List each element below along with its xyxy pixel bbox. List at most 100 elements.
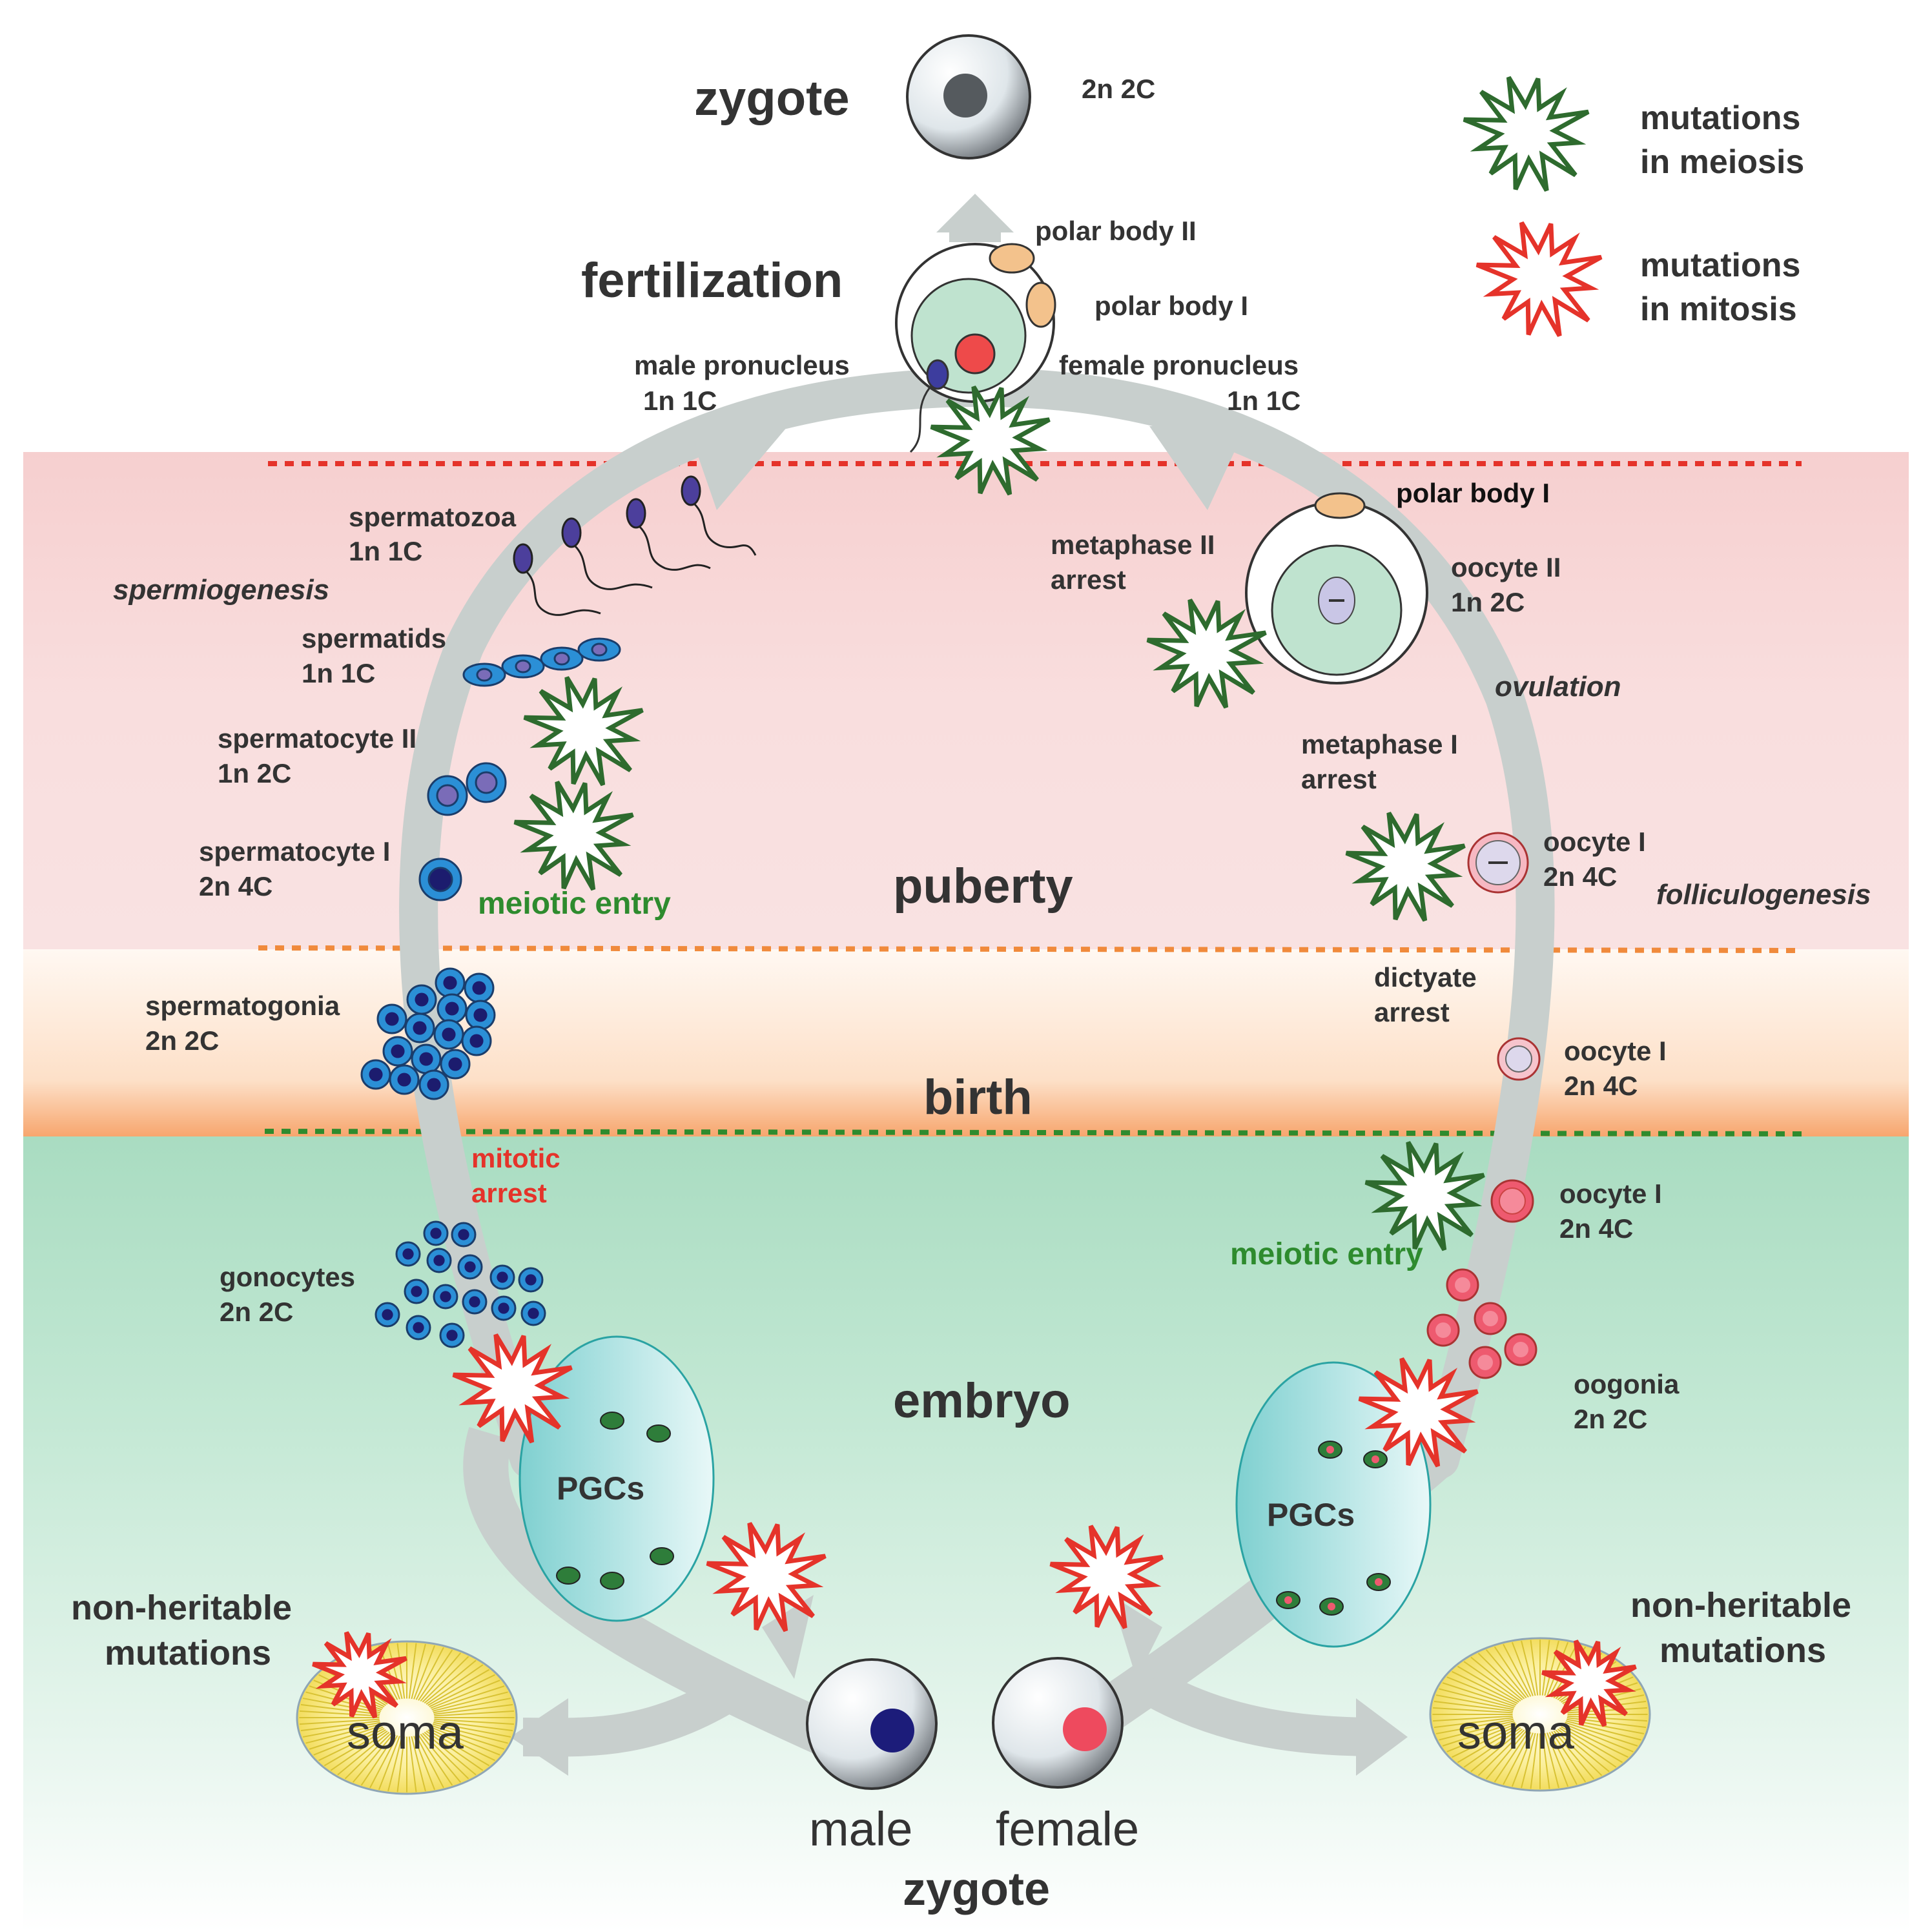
spermatogonia-cells [360, 967, 496, 1100]
star-meiotic-entry-male [513, 781, 634, 891]
legend-mitosis-2: in mitosis [1640, 291, 1797, 328]
label-nonheritable-left-1: non-heritable [71, 1588, 292, 1627]
mutation-stars [312, 76, 1637, 1727]
label-spermatocyte-1: spermatocyte I [199, 836, 390, 867]
oocyte-2-cell [1245, 492, 1428, 684]
label-spermatozoa-ploidy: 1n 1C [349, 536, 422, 566]
female-pronucleus [954, 333, 996, 375]
star-soma-right [1541, 1639, 1637, 1727]
label-puberty: puberty [893, 859, 1073, 914]
spermatids-cells [462, 637, 621, 687]
legend-meiosis-1: mutations [1640, 99, 1800, 137]
label-zygote-top: zygote [694, 71, 850, 126]
label-folliculogenesis: folliculogenesis [1656, 879, 1871, 910]
label-female-pronucleus: female pronucleus [1059, 350, 1299, 380]
label-fertilization: fertilization [581, 253, 843, 308]
fertilized-egg [895, 243, 1056, 453]
pgcs-left-ellipse [519, 1335, 715, 1622]
pgcs-right-ellipse [1235, 1361, 1432, 1648]
label-meiotic-entry-female: meiotic entry [1230, 1237, 1423, 1271]
label-soma-right: soma [1457, 1705, 1575, 1759]
label-polar-body-1-oocyte: polar body I [1396, 478, 1550, 508]
star-pgcs-right [1049, 1525, 1164, 1629]
label-nonheritable-right-2: mutations [1660, 1631, 1826, 1670]
star-spermatocyte-2 [523, 676, 644, 786]
label-metaphase-1-arrest: arrest [1301, 764, 1377, 794]
label-oogonia: oogonia [1574, 1369, 1680, 1399]
oocyte-1-follicle-cell [1467, 832, 1529, 894]
label-zygote-bottom: zygote [903, 1864, 1050, 1915]
star-oogonia [1358, 1357, 1479, 1468]
label-metaphase-2: metaphase II [1051, 529, 1215, 560]
label-spermatocyte-1-ploidy: 2n 4C [199, 871, 272, 901]
star-gonocytes [452, 1333, 573, 1444]
label-spermatocyte-2-ploidy: 1n 2C [218, 758, 291, 788]
spermatocyte-1-cell [418, 858, 462, 901]
oocyte-1-embryo-cell [1490, 1179, 1534, 1223]
label-spermatocyte-2: spermatocyte II [218, 723, 416, 754]
birth-band [23, 949, 1909, 1136]
polar-body-2 [989, 243, 1035, 274]
label-zygote-ploidy: 2n 2C [1082, 74, 1155, 104]
legend-mitosis-1: mutations [1640, 247, 1800, 284]
oogonia-cells [1426, 1268, 1537, 1379]
female-zygote-cell [992, 1657, 1124, 1789]
label-metaphase-2-arrest: arrest [1051, 564, 1126, 595]
labels: zygote 2n 2C fertilization polar body II… [71, 71, 1871, 1915]
star-soma-left [312, 1631, 407, 1719]
label-polar-body-1-top: polar body I [1094, 291, 1248, 321]
legend-meiosis-star [1463, 76, 1590, 192]
label-female: female [996, 1802, 1139, 1856]
male-zygote-cell [806, 1658, 938, 1790]
label-nonheritable-left-2: mutations [105, 1634, 271, 1672]
label-male-pronucleus: male pronucleus [634, 350, 850, 380]
label-ovulation: ovulation [1495, 671, 1621, 703]
puberty-band [23, 452, 1909, 949]
embryo-band [23, 1136, 1909, 1932]
label-pgcs-right: PGCs [1267, 1497, 1355, 1533]
label-pgcs-left: PGCs [557, 1470, 644, 1506]
oocyte-1-dictyate-cell [1497, 1037, 1541, 1081]
star-metaphase-1 [1345, 812, 1466, 922]
label-soma-left: soma [347, 1705, 464, 1759]
label-mitotic-arrest-1: mitotic [471, 1143, 560, 1173]
legend-meiosis-2: in meiosis [1640, 143, 1804, 181]
label-oocyte-2-ploidy: 1n 2C [1451, 587, 1525, 617]
label-oocyte-2: oocyte II [1451, 552, 1561, 582]
label-male-pronucleus-ploidy: 1n 1C [643, 385, 717, 416]
label-oocyte-1-c-ploidy: 2n 4C [1559, 1213, 1633, 1244]
embryo-dashed-line [264, 1129, 1809, 1136]
label-polar-body-2: polar body II [1035, 216, 1197, 246]
label-metaphase-1: metaphase I [1301, 729, 1458, 759]
star-metaphase-2 [1146, 599, 1267, 709]
star-fertilization [930, 385, 1051, 496]
star-pgcs-left [706, 1522, 827, 1632]
label-gonocytes-ploidy: 2n 2C [220, 1297, 293, 1327]
label-oogonia-ploidy: 2n 2C [1574, 1404, 1647, 1434]
label-gonocytes: gonocytes [220, 1262, 355, 1292]
label-male: male [809, 1802, 912, 1856]
legend-mitosis-star [1475, 221, 1603, 337]
male-pronucleus [926, 359, 949, 390]
label-dictyate: dictyate [1374, 962, 1477, 992]
label-oocyte-1-b-ploidy: 2n 4C [1564, 1071, 1638, 1101]
label-spermatogonia: spermatogonia [145, 991, 340, 1021]
gonocytes-cells [375, 1220, 546, 1348]
spermatocyte-2-cells [427, 762, 507, 816]
label-spermiogenesis: spermiogenesis [113, 574, 329, 606]
label-dictyate-arrest: arrest [1374, 997, 1450, 1027]
star-meiotic-entry-female [1364, 1141, 1485, 1251]
label-spermatogonia-ploidy: 2n 2C [145, 1025, 219, 1056]
label-oocyte-1-c: oocyte I [1559, 1178, 1662, 1209]
polar-body-1 [1025, 282, 1056, 328]
label-spermatids: spermatids [302, 623, 446, 653]
label-spermatozoa: spermatozoa [349, 502, 517, 532]
spermatozoa-cells [513, 475, 757, 616]
label-birth: birth [923, 1070, 1033, 1125]
label-mitotic-arrest-2: arrest [471, 1178, 547, 1208]
top-zygote-cell [906, 34, 1031, 159]
label-oocyte-1-b: oocyte I [1564, 1036, 1667, 1066]
label-female-pronucleus-ploidy: 1n 1C [1227, 385, 1300, 416]
label-spermatids-ploidy: 1n 1C [302, 658, 375, 688]
cycle-arrow-heads [510, 194, 1408, 1776]
